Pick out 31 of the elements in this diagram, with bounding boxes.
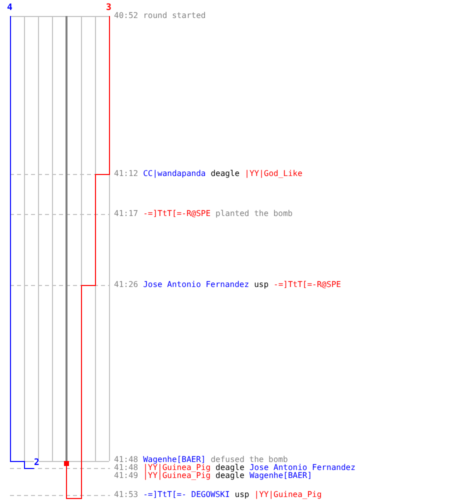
player-count: 2 (34, 459, 40, 468)
player-name: -=]TtT[=-R@SPE (143, 210, 211, 218)
player-name: Jose Antonio Fernandez (143, 281, 250, 289)
weapon-name: deagle (216, 464, 244, 472)
player-name: CC|wandapanda (143, 170, 206, 178)
timestamp: 41:48 (114, 464, 138, 472)
weapon-name: usp (254, 281, 269, 289)
player-count: 3 (106, 4, 112, 13)
player-name: -=]TtT[=- DEGOWSKI (143, 491, 230, 499)
player-name: Wagenhe[BAER] (143, 456, 206, 464)
timestamp: 41:26 (114, 281, 138, 289)
player-count: 4 (7, 4, 12, 13)
player-name: |YY|Guinea_Pig (254, 491, 322, 499)
timestamp: 41:53 (114, 491, 138, 499)
event-text: defused the bomb (210, 456, 288, 464)
player-name: -=]TtT[=-R@SPE (274, 281, 341, 289)
player-name: Jose Antonio Fernandez (249, 464, 356, 472)
weapon-name: deagle (210, 170, 240, 178)
player-name: |YY|Guinea_Pig (143, 464, 211, 472)
timestamp: 41:48 (114, 456, 138, 464)
weapon-name: deagle (216, 472, 244, 480)
event-text: planted the bomb (216, 210, 293, 218)
timestamp: 41:12 (114, 170, 138, 178)
player-name: Wagenhe[BAER] (249, 472, 312, 480)
timestamp: 41:49 (114, 472, 138, 480)
weapon-name: usp (234, 491, 250, 499)
player-name: |YY|God_Like (244, 170, 302, 178)
player-name: |YY|Guinea_Pig (143, 472, 211, 480)
timestamp: 41:17 (114, 210, 138, 218)
timestamp: 40:52 (114, 12, 138, 20)
event-text: round started (143, 12, 206, 20)
